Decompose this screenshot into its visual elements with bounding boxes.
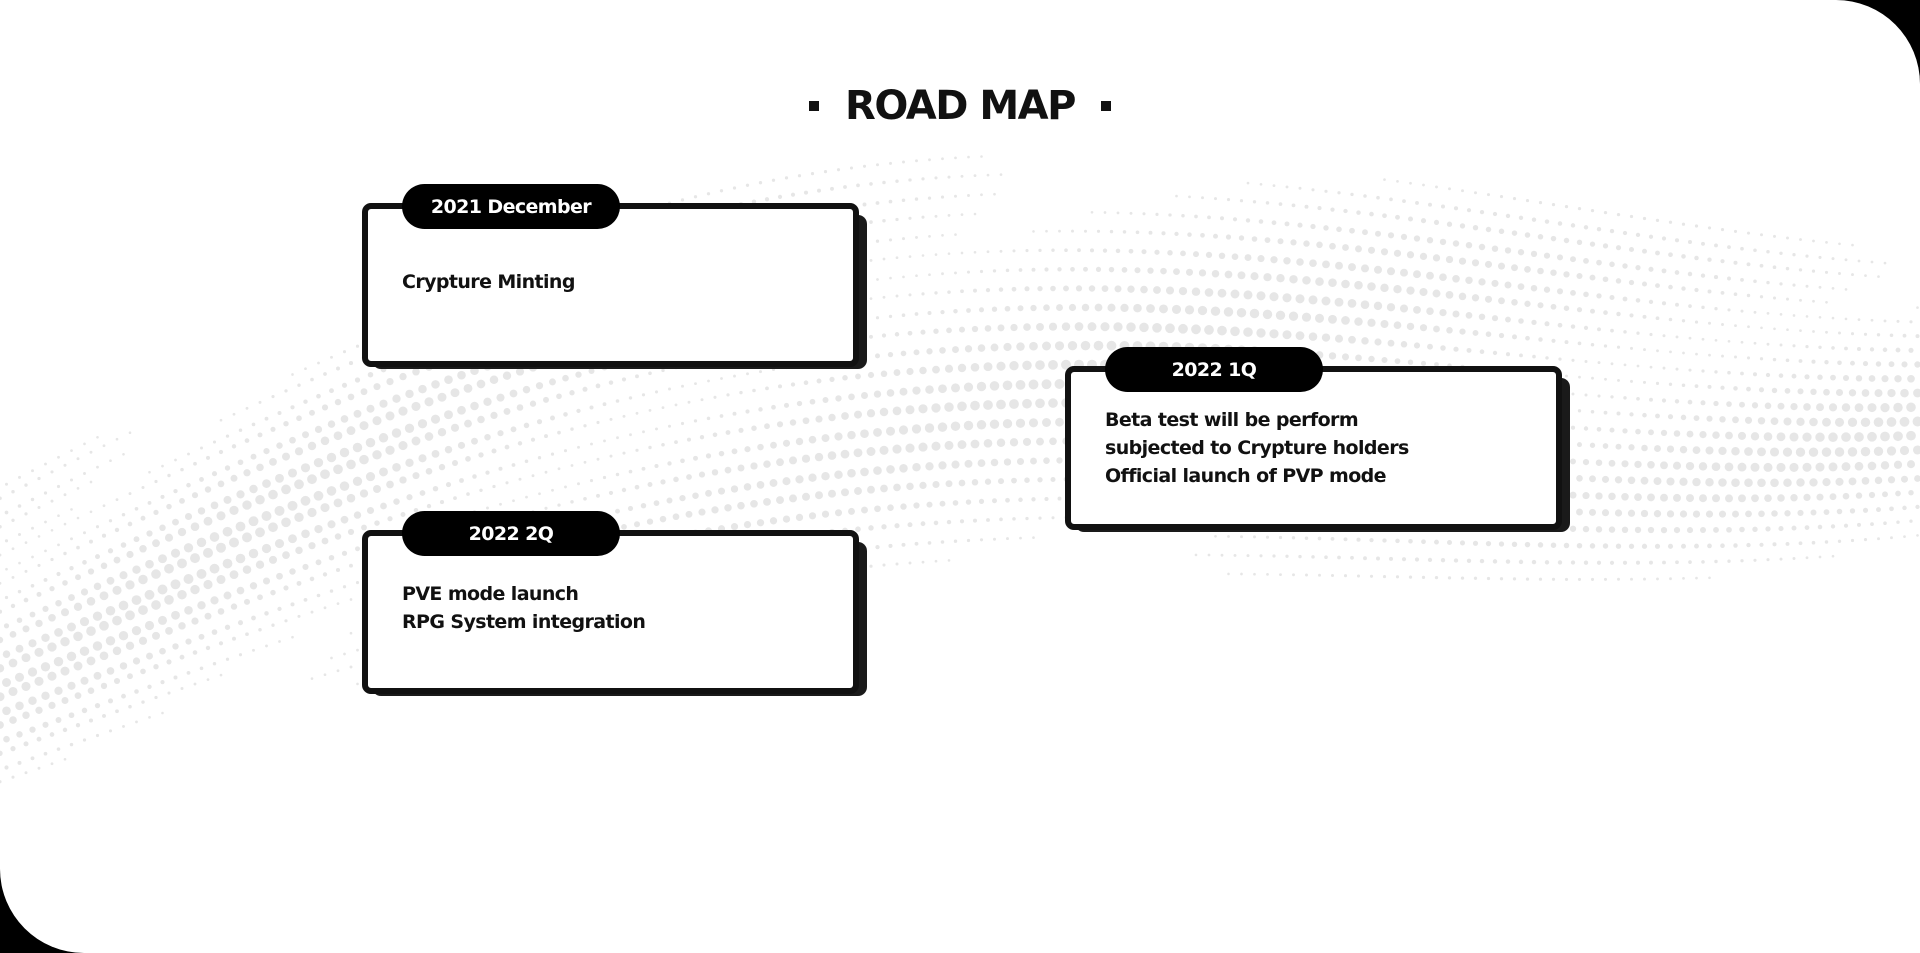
title-bullet-right [1100, 101, 1111, 111]
roadmap-card-2022-2q: 2022 2Q PVE mode launch RPG System integ… [362, 511, 867, 696]
period-tab: 2022 1Q [1105, 347, 1323, 392]
period-tab: 2022 2Q [402, 511, 620, 556]
roadmap-card-2021-december: 2021 December Crypture Minting [362, 184, 867, 369]
milestone-item: RPG System integration [402, 611, 646, 633]
roadmap-header: ROAD MAP [0, 80, 1920, 132]
milestone-item: PVE mode launch [402, 583, 579, 605]
page-title: ROAD MAP [845, 83, 1076, 129]
title-bullet-left [809, 101, 820, 111]
milestone-item: Beta test will be perform [1105, 409, 1359, 431]
halftone-dots [0, 155, 1920, 784]
roadmap-card-2022-1q: 2022 1Q Beta test will be perform subjec… [1065, 347, 1570, 532]
milestone-item: Official launch of PVP mode [1105, 465, 1387, 487]
milestone-item: Crypture Minting [402, 271, 575, 293]
period-tab: 2021 December [402, 184, 620, 229]
milestone-list: Beta test will be perform subjected to C… [1105, 406, 1409, 490]
milestone-list: Crypture Minting [402, 268, 575, 296]
milestone-list: PVE mode launch RPG System integration [402, 580, 646, 636]
milestone-item: subjected to Crypture holders [1105, 437, 1409, 459]
